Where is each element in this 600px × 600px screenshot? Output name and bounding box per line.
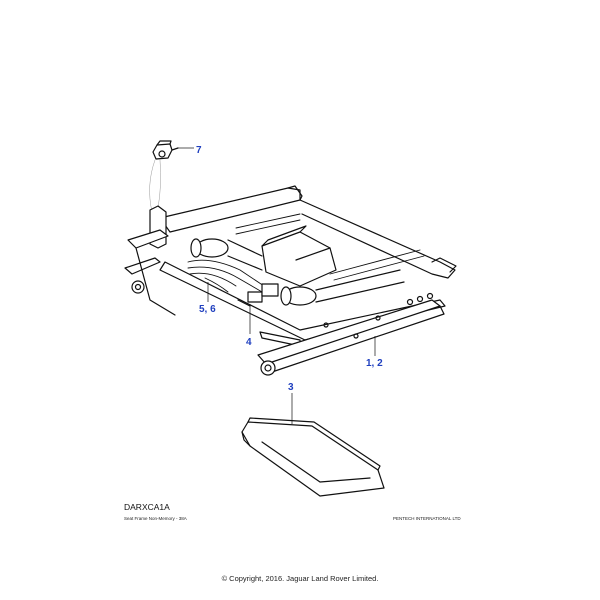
- seat-drive-screws: [235, 213, 425, 281]
- drawing-code: DARXCA1A: [124, 502, 170, 512]
- copyright-notice: © Copyright, 2016. Jaguar Land Rover Lim…: [221, 574, 379, 583]
- callout-3[interactable]: 3: [288, 382, 294, 393]
- callout-7[interactable]: 7: [196, 145, 202, 156]
- supplier-credit: PENTECH INTERNATIONAL LTD: [393, 516, 461, 521]
- seat-motor-housing: [261, 225, 337, 287]
- callout-5-6[interactable]: 5, 6: [199, 304, 216, 315]
- callout-4[interactable]: 4: [246, 337, 252, 348]
- seat-frame-upper-rail: [159, 185, 457, 279]
- drawing-caption: Seat Frame Non-Memory - 38A: [124, 516, 187, 521]
- seat-clip-part: [152, 140, 179, 160]
- seat-frame-left-rail: [124, 205, 176, 316]
- seat-connector-block: [237, 283, 279, 307]
- seat-motor-left: [190, 238, 263, 271]
- callout-1-2[interactable]: 1, 2: [366, 358, 383, 369]
- seat-track-rail: [257, 292, 445, 376]
- seat-motor-right: [280, 269, 405, 306]
- seat-wiring-harness: [187, 259, 265, 293]
- seat-control-module: [241, 417, 385, 497]
- clip-dash-line: [149, 159, 161, 213]
